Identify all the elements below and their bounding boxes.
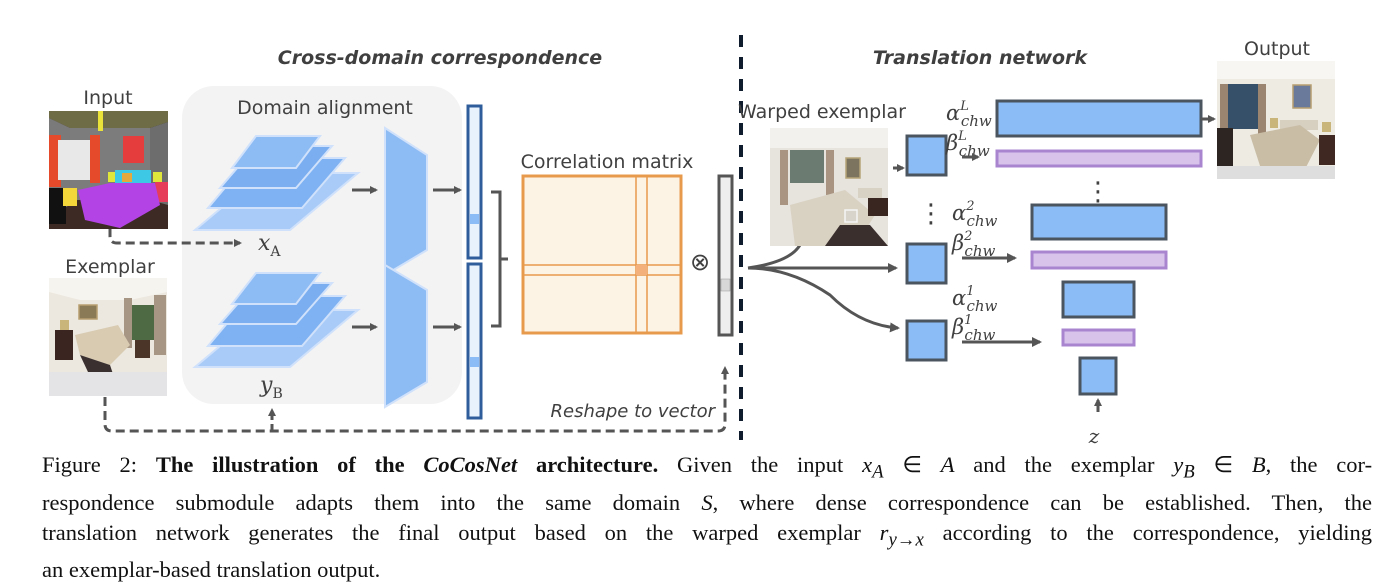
architecture-figure: Cross-domain correspondence Translation … (49, 35, 1335, 448)
norm-block-1 (1061, 328, 1136, 347)
feature-square-2 (905, 242, 948, 285)
feature-stack-top (192, 135, 361, 231)
warp-vector (717, 174, 734, 337)
caption-line-3: translation network generates the final … (42, 519, 1373, 551)
section-title-cross-domain: Cross-domain correspondence (278, 47, 603, 69)
decoder-block-1 (1061, 280, 1136, 319)
vdots-left: ⋮ (918, 199, 944, 229)
multiply-operator-icon: ⊗ (690, 248, 710, 276)
math-r: ry→x (879, 519, 924, 551)
exemplar-label: Exemplar (65, 256, 155, 278)
warped-exemplar-photo (770, 128, 888, 246)
caption-line-2: respondence submodule adapts them into t… (42, 489, 1373, 515)
domain-alignment-label: Domain alignment (237, 97, 413, 119)
math-xa: xA (862, 452, 884, 483)
input-segmentation-image (49, 111, 168, 229)
xa-symbol: xA (258, 231, 281, 260)
vdots-right: ⋮ (1085, 177, 1111, 207)
exemplar-photo (49, 278, 167, 396)
feature-square-L (905, 134, 948, 177)
input-label: Input (83, 87, 132, 109)
warped-exemplar-label: Warped exemplar (738, 101, 906, 123)
norm-block-2 (1030, 250, 1168, 270)
decoder-block-2 (1030, 203, 1168, 241)
encoder-bottom (384, 263, 428, 409)
feature-stack-bottom (192, 272, 361, 368)
norm-block-L (995, 149, 1203, 168)
output-photo (1217, 61, 1335, 179)
encoder-top (384, 126, 428, 277)
output-label: Output (1244, 38, 1310, 60)
branch-arrows (747, 164, 905, 333)
correlation-matrix-label: Correlation matrix (521, 151, 694, 173)
reshape-label: Reshape to vector (550, 401, 716, 422)
caption-prefix: Figure 2: (42, 452, 138, 477)
correlation-matrix (521, 174, 683, 335)
architecture-diagram: Cross-domain correspondence Translation … (49, 35, 1335, 448)
feature-square-1 (905, 319, 948, 362)
feature-vector-a (466, 104, 483, 260)
decoder-block-L (995, 99, 1203, 138)
yb-symbol: yB (259, 373, 283, 402)
noise-block (1078, 356, 1118, 396)
dashed-arrow-input-to-xa (108, 228, 242, 247)
caption-line-4: an exemplar-based translation output. (42, 557, 381, 582)
bracket (491, 190, 508, 328)
figure-caption: Figure 2: The illustration of the CoCosN… (42, 450, 1372, 585)
dashed-arrow-exemplar-to-reshape (103, 366, 729, 433)
caption-line-1: Figure 2: The illustration of the CoCosN… (42, 452, 1373, 483)
z-symbol: z (1088, 424, 1100, 445)
feature-vector-b (466, 262, 483, 420)
section-title-translation: Translation network (873, 47, 1088, 69)
caption-title: The illustration of the CoCosNet archite… (155, 452, 659, 477)
math-yb: yB (1173, 452, 1195, 483)
